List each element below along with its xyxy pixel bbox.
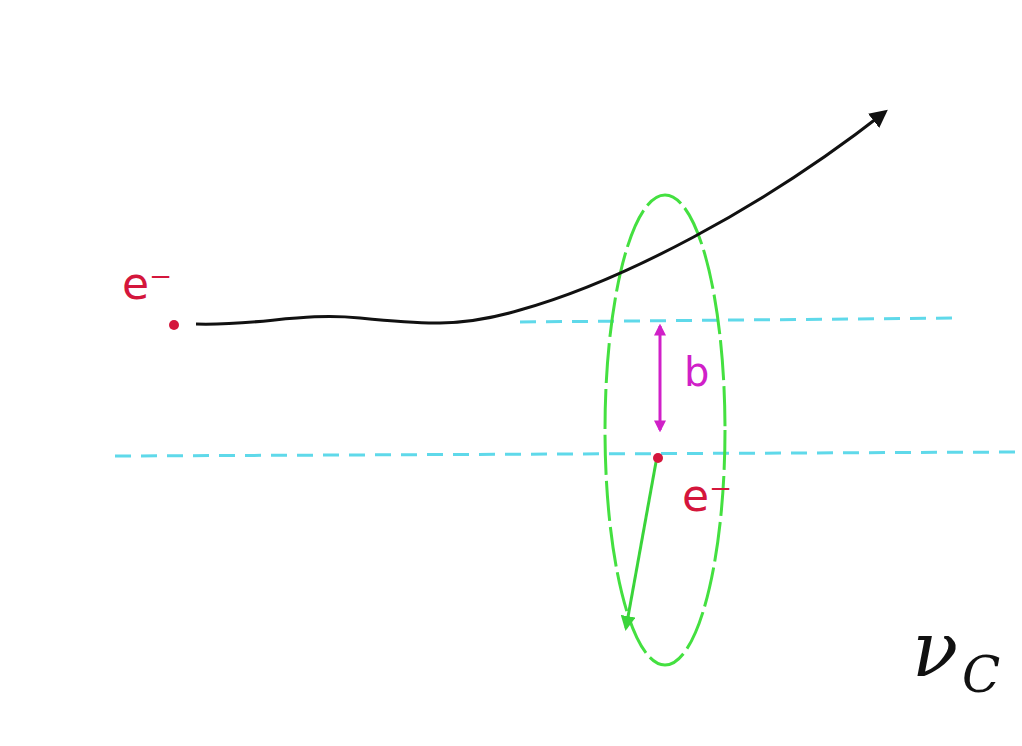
guide-line xyxy=(115,452,1022,456)
particle-label: e⁻ xyxy=(682,474,732,518)
orbit-ellipse xyxy=(605,195,725,665)
impact-parameter-arrow xyxy=(659,326,662,430)
electron-dot xyxy=(169,320,179,330)
guide-line xyxy=(520,318,960,322)
impact-parameter-label: b xyxy=(684,352,709,392)
electron-dot xyxy=(653,453,663,463)
frequency-subscript: C xyxy=(962,650,1000,700)
electron-trajectory xyxy=(196,112,885,324)
frequency-symbol: ν xyxy=(912,612,958,688)
velocity-arrow xyxy=(626,462,656,628)
particle-label: e⁻ xyxy=(122,262,172,306)
